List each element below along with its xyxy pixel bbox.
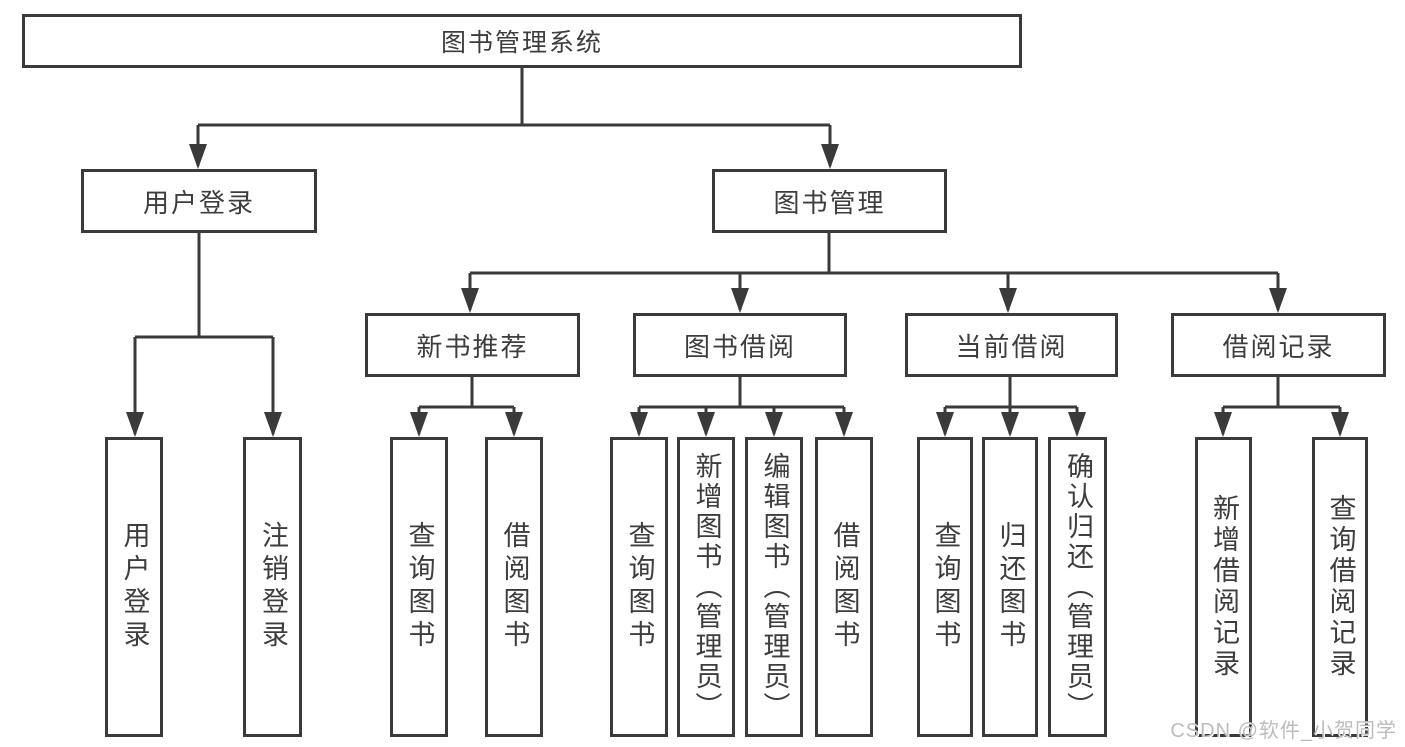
leaf-logout: 注销登录: [243, 437, 302, 737]
leaf-label: 用户登录: [119, 521, 150, 653]
node-current-borrowing: 当前借阅: [905, 313, 1118, 377]
watermark-csdn: CSDN @软件_小贺同学: [1170, 720, 1397, 742]
leaf-recommend-query-books: 查询图书: [390, 437, 448, 737]
leaf-current-query-books: 查询图书: [917, 437, 973, 737]
leaf-edit-books-admin: 编辑图书（管理员）: [745, 437, 803, 737]
leaf-label: 查询图书: [624, 521, 655, 653]
leaf-label: 确认归还（管理员）: [1063, 452, 1093, 722]
leaf-return-books: 归还图书: [982, 437, 1038, 737]
leaf-label: 查询图书: [930, 521, 961, 653]
leaf-label: 新增借阅记录: [1209, 494, 1239, 680]
node-library-management-system: 图书管理系统: [22, 14, 1022, 68]
leaf-label: 注销登录: [258, 521, 288, 653]
leaf-recommend-borrow-books: 借阅图书: [485, 437, 543, 737]
node-borrowing-records: 借阅记录: [1171, 313, 1386, 377]
leaf-confirm-return-admin: 确认归还（管理员）: [1048, 437, 1107, 737]
node-new-book-recommendation: 新书推荐: [365, 313, 580, 377]
leaf-add-borrow-record: 新增借阅记录: [1195, 437, 1252, 737]
leaf-borrowing-borrow-books: 借阅图书: [815, 437, 873, 737]
leaf-label: 查询借阅记录: [1325, 494, 1356, 680]
leaf-label: 编辑图书（管理员）: [759, 452, 790, 722]
node-book-borrowing: 图书借阅: [633, 313, 847, 377]
leaf-query-borrow-record: 查询借阅记录: [1312, 437, 1368, 737]
leaf-label: 查询图书: [404, 521, 435, 653]
leaf-label: 借阅图书: [829, 521, 860, 653]
leaf-user-login: 用户登录: [105, 437, 163, 737]
leaf-label: 新增图书（管理员）: [691, 452, 722, 722]
leaf-label: 归还图书: [995, 521, 1026, 653]
node-user-login: 用户登录: [81, 169, 317, 233]
node-book-management: 图书管理: [712, 169, 947, 233]
leaf-borrowing-query-books: 查询图书: [610, 437, 668, 737]
leaf-label: 借阅图书: [499, 521, 530, 653]
leaf-add-books-admin: 新增图书（管理员）: [677, 437, 735, 737]
